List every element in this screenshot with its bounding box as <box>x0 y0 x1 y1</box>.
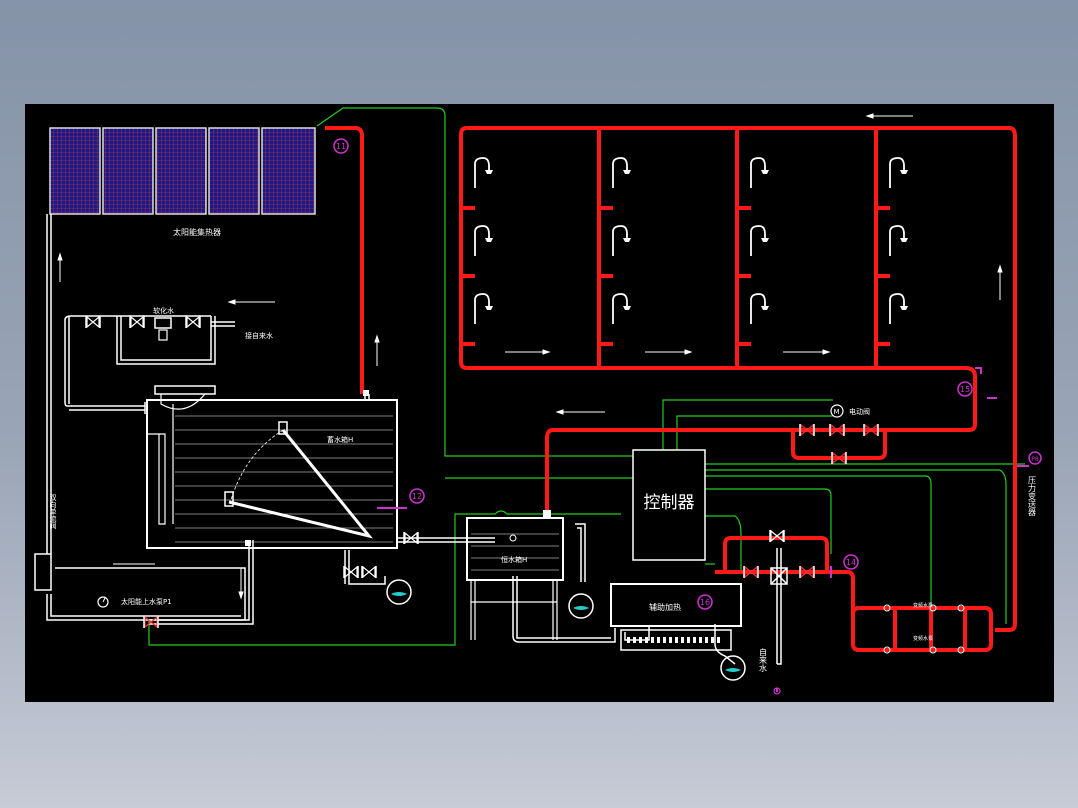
constant-water-tank <box>466 510 564 640</box>
shower-head-icon <box>612 225 632 257</box>
shower-head-icon <box>750 225 770 257</box>
variable-pump-group: 变频水泵 变频水泵 <box>883 602 965 654</box>
shower-head-icon <box>474 293 494 325</box>
controller-label: 控制器 <box>644 493 695 513</box>
solar-panel-icon <box>155 127 207 215</box>
softened-water-label: 软化水 <box>153 306 174 315</box>
numbered-markers <box>333 138 1042 610</box>
marker-label: 12 <box>412 492 422 501</box>
cold-water-pipes <box>46 214 782 665</box>
solar-panel-icon <box>49 127 101 215</box>
aux-heater-label: 辅助加热 <box>649 602 681 612</box>
controller-box <box>632 449 706 561</box>
auxiliary-heater <box>610 583 742 651</box>
tap-water-inlet-icon <box>773 687 781 695</box>
shower-head-icon <box>474 157 494 189</box>
magenta-connectors <box>377 367 1029 692</box>
marker-label: P8 <box>1031 456 1039 463</box>
shower-head-icon <box>889 225 909 257</box>
pressure-sensor-label: 压力变送器 <box>1028 476 1037 517</box>
svg-text:变频水泵: 变频水泵 <box>913 602 933 609</box>
signal-wires <box>148 107 1025 646</box>
shower-head-icon <box>612 293 632 325</box>
marker-label: 14 <box>846 558 856 567</box>
solar-pump-label: 太阳能上水泵P1 <box>121 597 172 606</box>
pressure-gauge-icon <box>97 596 109 608</box>
water-softener-icon <box>154 317 172 329</box>
schematic-diagram: 太阳能集热器 <box>34 107 1042 695</box>
shower-head-icon <box>889 157 909 189</box>
solar-panel-icon <box>261 127 316 215</box>
storage-tank <box>146 385 398 549</box>
motor-valve-icon: M <box>830 404 844 418</box>
marker-label: 11 <box>336 142 346 151</box>
pump-icon <box>34 553 788 681</box>
svg-text:M: M <box>834 408 840 416</box>
svg-text:双向单流阀: 双向单流阀 <box>49 494 57 530</box>
city-water-label: 接自来水 <box>245 331 273 340</box>
shower-head-icon <box>612 157 632 189</box>
shower-heads <box>474 157 909 325</box>
shower-head-icon <box>889 293 909 325</box>
solar-collector-label: 太阳能集热器 <box>173 227 221 237</box>
tap-water-label: 自来水 <box>759 647 768 672</box>
bidirectional-valve-label: 双向单流阀 <box>49 494 57 530</box>
solar-panel-icon <box>102 127 154 215</box>
solar-panel-icon <box>208 127 260 215</box>
solar-collector-array <box>49 127 316 215</box>
svg-text:变频水泵: 变频水泵 <box>913 635 933 642</box>
storage-tank-label: 蓄水箱H <box>327 435 353 444</box>
shower-head-icon <box>750 293 770 325</box>
svg-text:自来水: 自来水 <box>759 647 768 672</box>
drawing-canvas: 太阳能集热器 <box>25 104 1054 702</box>
shower-head-icon <box>474 225 494 257</box>
hot-water-pipes <box>325 126 1017 652</box>
marker-label: 16 <box>700 598 710 607</box>
marker-label: 15 <box>960 385 970 394</box>
svg-text:压力变送器: 压力变送器 <box>1028 476 1037 517</box>
constant-tank-label: 恒水箱H <box>501 555 527 564</box>
shower-head-icon <box>750 157 770 189</box>
electric-valve-label: 电动阀 <box>849 407 870 416</box>
flow-arrow-icon <box>57 113 1003 600</box>
